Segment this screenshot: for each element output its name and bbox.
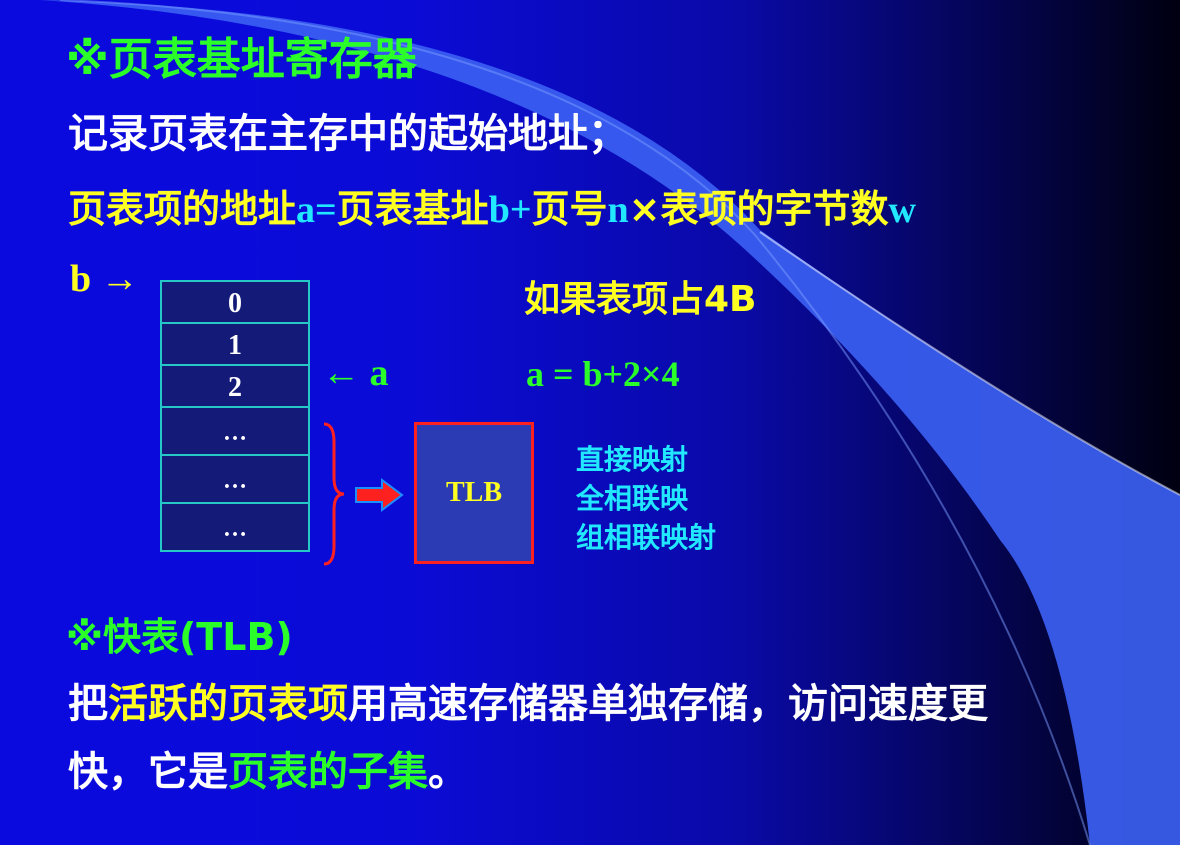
- page-table-row: …: [160, 502, 310, 552]
- text-fragment-highlight: 页表的子集: [228, 749, 428, 795]
- page-table-row: 2: [160, 364, 310, 408]
- text-fragment: 。: [428, 749, 468, 795]
- page-table-row: …: [160, 454, 310, 504]
- text-fragment: 快，它是: [68, 749, 228, 795]
- tlb-description-line-2: 快，它是页表的子集。: [68, 752, 468, 792]
- formula-part: ×表项的字节数: [628, 187, 889, 231]
- text-fragment: 用高速存储器单独存储，访问速度更: [348, 681, 988, 727]
- formula-part: b+: [488, 189, 532, 231]
- description-line: 记录页表在主存中的起始地址；: [68, 111, 628, 157]
- page-table-row: 0: [160, 280, 310, 324]
- page-table-row: 1: [160, 322, 310, 366]
- slide-title: ※页表基址寄存器: [66, 34, 417, 85]
- mapping-method: 组相联映射: [576, 521, 717, 554]
- tlb-description-line-1: 把活跃的页表项用高速存储器单独存储，访问速度更: [68, 684, 988, 724]
- brace-icon: [323, 422, 345, 566]
- right-arrow-icon: [355, 478, 404, 512]
- formula-part: a=: [296, 189, 337, 231]
- tlb-box: TLB: [414, 422, 534, 564]
- mapping-method: 直接映射: [576, 443, 689, 476]
- condition-text: 如果表项占4B: [524, 279, 757, 320]
- tlb-section-title: ※快表(TLB): [66, 615, 293, 659]
- mapping-methods: 直接映射 全相联映 组相联映射: [576, 440, 716, 557]
- mapping-method: 全相联映: [576, 482, 689, 515]
- formula-part: 页号: [531, 187, 608, 231]
- text-fragment: 把: [68, 681, 108, 727]
- page-table: 0 1 2 … … …: [160, 280, 310, 552]
- example-formula: a = b+2×4: [526, 354, 680, 394]
- text-fragment-highlight: 活跃的页表项: [108, 681, 348, 727]
- base-pointer-label: b →: [70, 258, 139, 300]
- formula-part: 页表项的地址: [68, 187, 297, 231]
- entry-address-pointer-label: ← a: [322, 352, 389, 394]
- formula-part: n: [607, 189, 629, 231]
- address-formula-line: 页表项的地址a=页表基址b+页号n×表项的字节数w: [68, 190, 916, 229]
- formula-part: w: [888, 189, 916, 231]
- page-table-row: …: [160, 406, 310, 456]
- formula-part: 页表基址: [336, 187, 489, 231]
